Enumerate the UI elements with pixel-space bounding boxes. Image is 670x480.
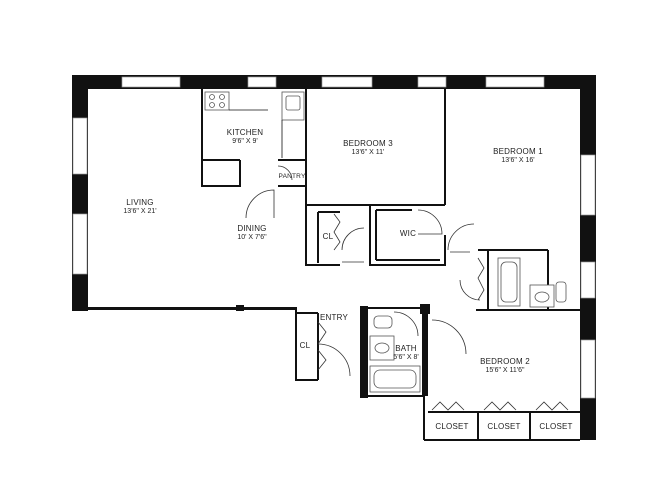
- closet-label: CLOSET: [539, 422, 572, 431]
- bedroom2-closets: CLOSET CLOSET CLOSET: [435, 422, 572, 431]
- dining-dims: 10' X 7'6": [237, 234, 267, 241]
- wall-blocks: [236, 304, 430, 398]
- entry-label: ENTRY: [320, 313, 348, 322]
- room-bedroom-3: BEDROOM 3 13'6" X 11': [343, 139, 393, 156]
- bath-label: BATH: [395, 344, 417, 353]
- cl-left-label: CL: [323, 232, 334, 241]
- wic-label: WIC: [400, 229, 416, 238]
- bedroom3-label: BEDROOM 3: [343, 139, 393, 148]
- room-kitchen: KITCHEN 9'6" X 9': [227, 128, 264, 145]
- room-pantry: PANTRY: [279, 173, 306, 180]
- dining-label: DINING: [237, 224, 266, 233]
- room-wic: WIC: [400, 229, 416, 238]
- closet-label: CLOSET: [487, 422, 520, 431]
- kitchen-label: KITCHEN: [227, 128, 264, 137]
- kitchen-dims: 9'6" X 9': [232, 138, 257, 145]
- pantry-label: PANTRY: [279, 173, 306, 180]
- interior-walls: [201, 89, 580, 441]
- room-dining: DINING 10' X 7'6": [237, 224, 267, 241]
- room-living: LIVING 13'6" X 21': [123, 198, 156, 215]
- bath-dims: 5'6" X 8': [393, 354, 418, 361]
- living-dims: 13'6" X 21': [123, 208, 156, 215]
- room-bedroom-1: BEDROOM 1 13'6" X 16': [493, 147, 543, 164]
- bedroom1-label: BEDROOM 1: [493, 147, 543, 156]
- bifold-doors: [317, 213, 569, 411]
- kitchen-fixtures: [204, 91, 305, 158]
- bedroom1-dims: 13'6" X 16': [501, 157, 534, 164]
- bedroom2-dims: 15'6" X 11'6": [485, 367, 525, 374]
- bedroom2-label: BEDROOM 2: [480, 357, 530, 366]
- room-bath: BATH 5'6" X 8': [393, 344, 418, 361]
- bedroom3-dims: 13'6" X 11': [352, 149, 385, 156]
- exterior-walls: [72, 75, 596, 440]
- bath-fixtures: [369, 257, 567, 393]
- closet-label: CLOSET: [435, 422, 468, 431]
- room-closet-entry: CL: [300, 341, 311, 350]
- doors: [245, 165, 481, 377]
- cl-entry-label: CL: [300, 341, 311, 350]
- room-entry: ENTRY: [320, 313, 348, 322]
- room-bedroom-2: BEDROOM 2 15'6" X 11'6": [480, 357, 530, 374]
- room-closet-left: CL: [323, 232, 334, 241]
- living-label: LIVING: [126, 198, 153, 207]
- windows: [72, 76, 596, 399]
